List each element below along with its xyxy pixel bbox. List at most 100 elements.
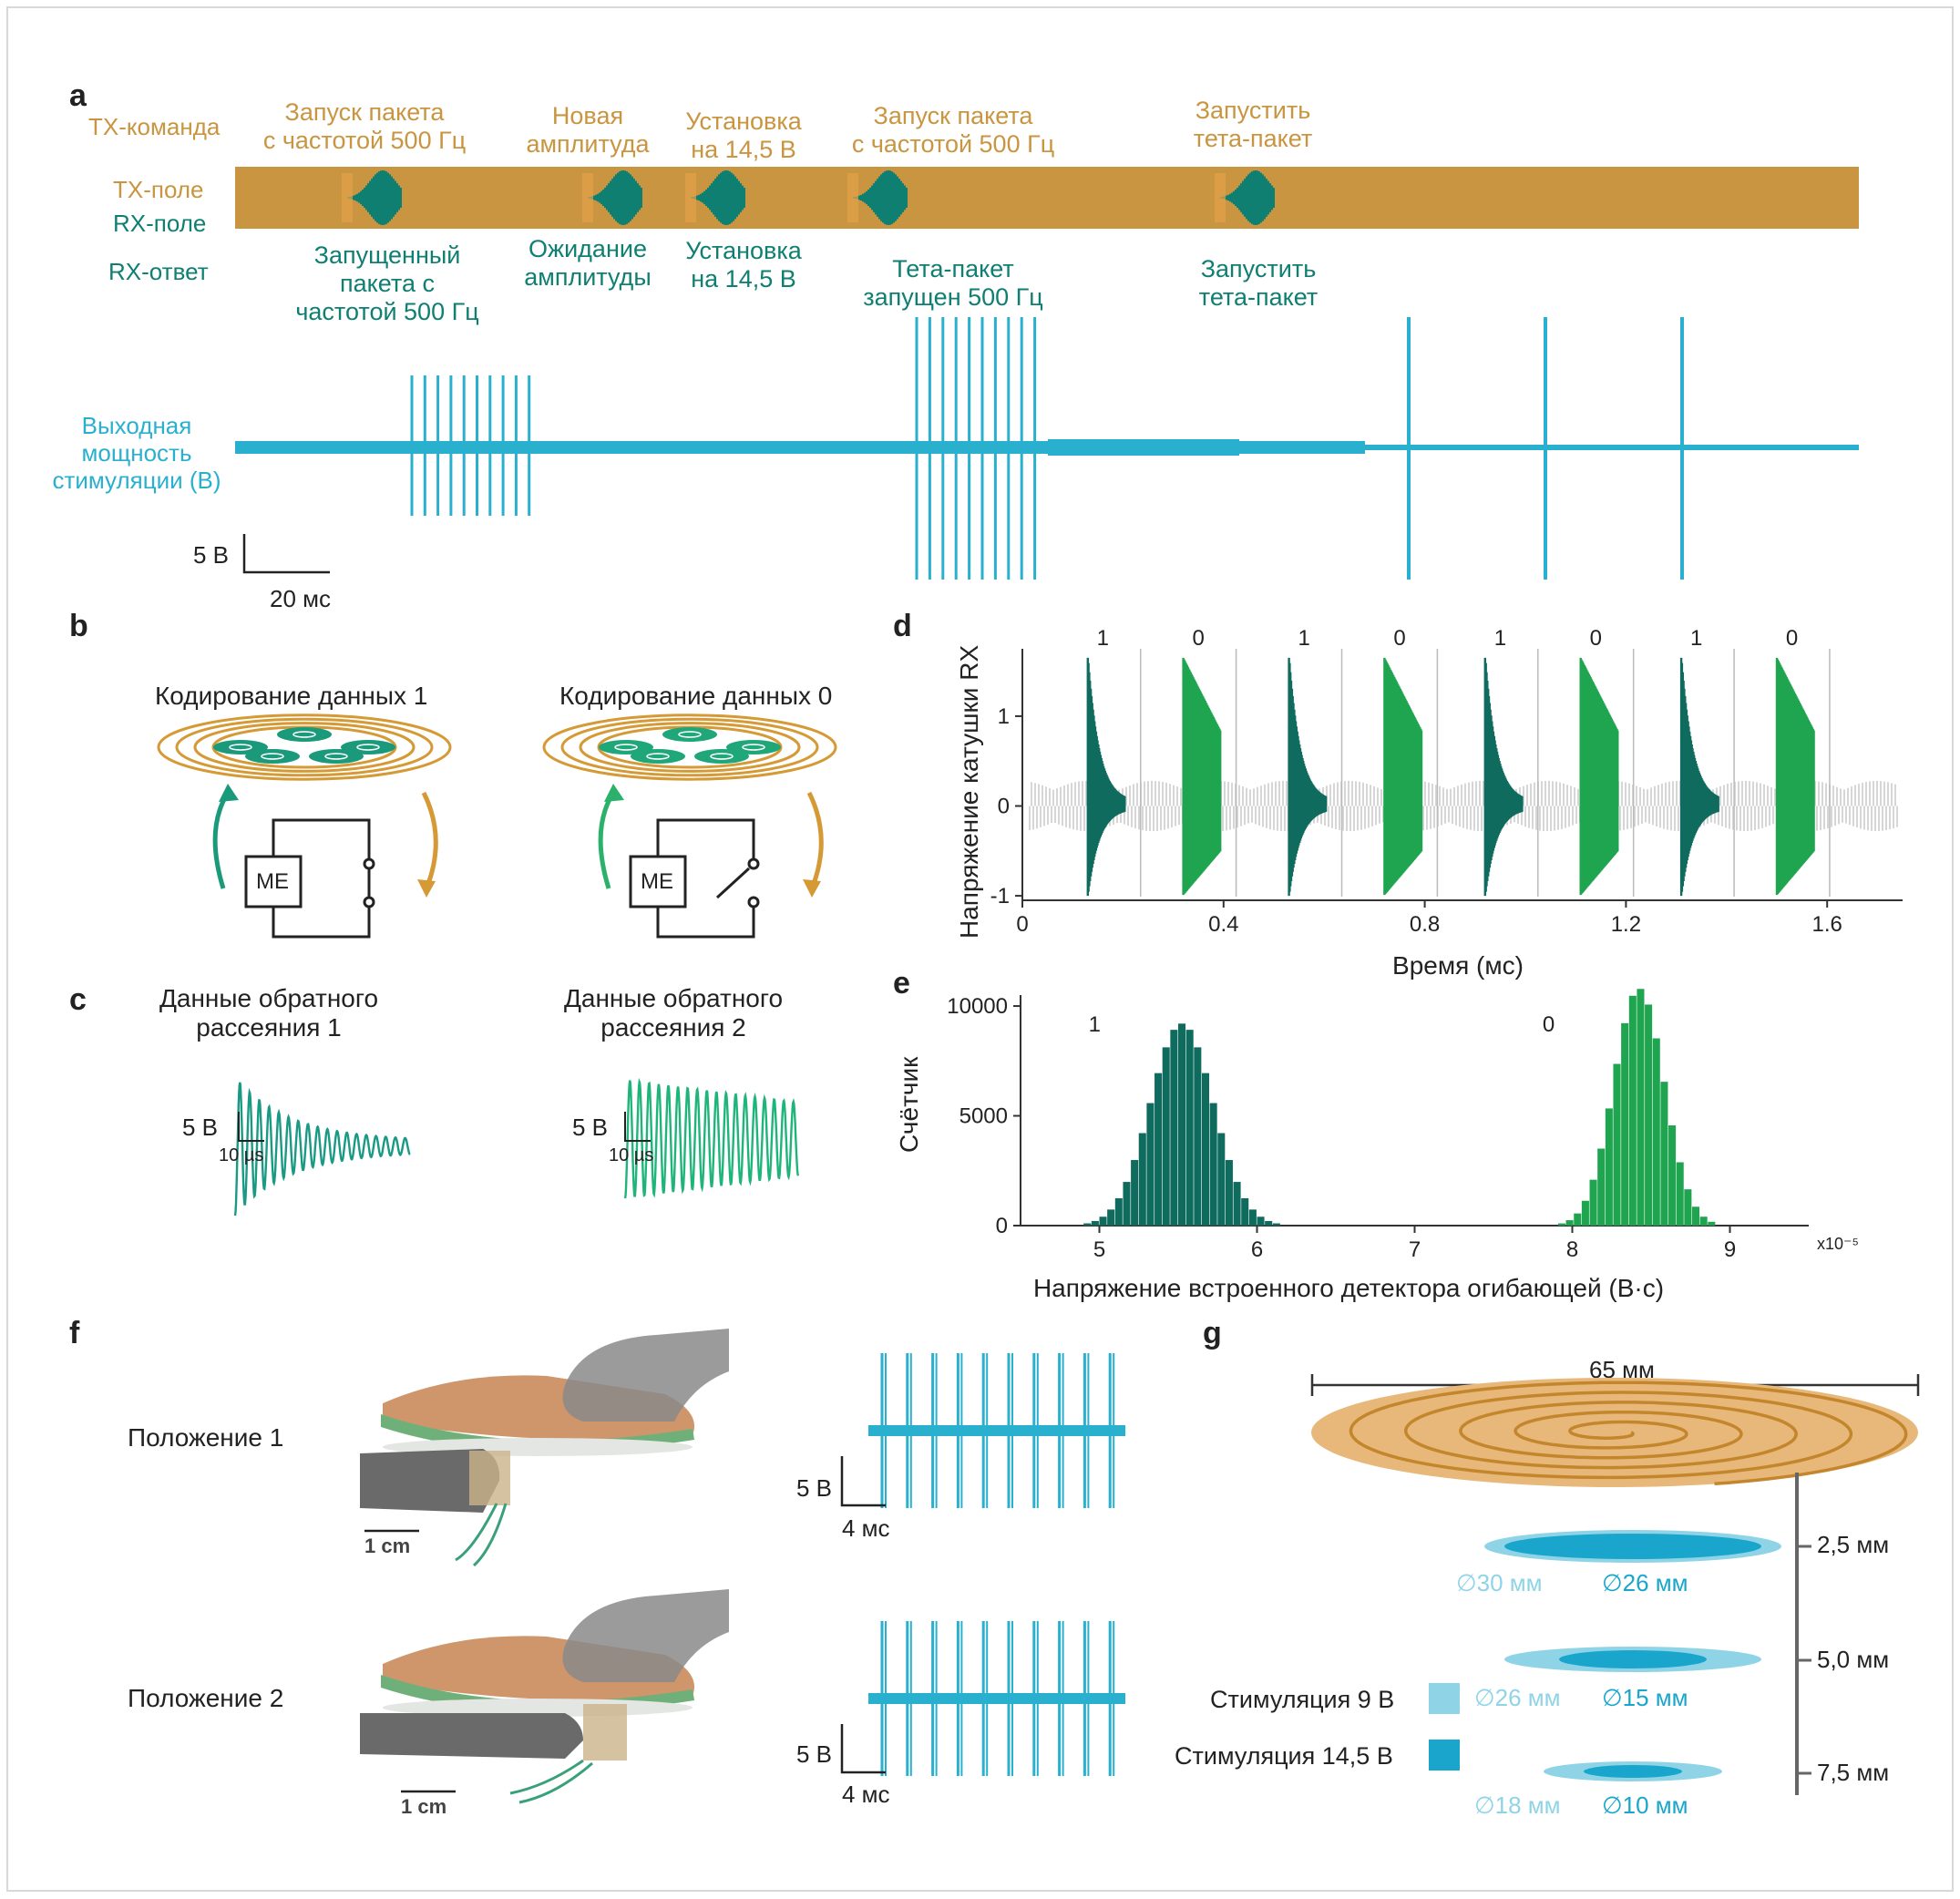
e-bar-1	[1217, 1133, 1226, 1226]
panel-c-scale-v-right: 5 В	[572, 1114, 609, 1141]
e-bar-1	[1225, 1160, 1233, 1226]
e-bar-0	[1628, 995, 1637, 1226]
stim-zone-14v-depth-2	[1559, 1650, 1707, 1668]
me-label-right: ME	[641, 869, 673, 894]
e-bar-0	[1557, 1223, 1565, 1226]
panel-e-multiplier: x10⁻⁵	[1817, 1235, 1859, 1253]
d-x-tick-label: 0.4	[1208, 912, 1238, 937]
e-bar-0	[1581, 1200, 1589, 1226]
e-x-tick-label: 5	[1093, 1237, 1105, 1262]
e-y-tick-label: 10000	[947, 994, 1008, 1019]
figure-frame	[6, 6, 1954, 1892]
e-bar-1	[1162, 1047, 1170, 1226]
outer-diameter-3: ∅18 мм	[1474, 1791, 1561, 1819]
legend-14v-label: Стимуляция 14,5 В	[1175, 1742, 1393, 1770]
stim-spikes	[410, 317, 1684, 580]
backscatter-2-wave	[623, 1077, 800, 1199]
downlink-arrow-left	[421, 791, 438, 889]
me-element	[245, 749, 300, 764]
d-burst-1	[1288, 657, 1328, 897]
downlink-arrow-right	[806, 791, 824, 889]
me-element	[694, 749, 749, 764]
rx-response-label: RX-ответ	[108, 258, 209, 285]
panel-c-label: c	[69, 982, 87, 1017]
e-bar-0	[1589, 1179, 1597, 1226]
e-bar-1	[1272, 1223, 1280, 1226]
e-bar-1	[1170, 1030, 1178, 1226]
d-bit-label: 1	[1097, 626, 1109, 651]
d-x-tick-label: 0.8	[1410, 912, 1440, 937]
d-y-tick-label: -1	[990, 884, 1010, 908]
e-bar-0	[1645, 1004, 1653, 1226]
rx-field-bursts	[342, 170, 1275, 225]
d-x-tick-label: 1.2	[1611, 912, 1641, 937]
panel-d-label: d	[893, 609, 912, 643]
d-burst-0	[1383, 657, 1423, 896]
e-bar-0	[1574, 1213, 1582, 1226]
e-bar-0	[1597, 1148, 1606, 1226]
device-photo-1	[360, 1329, 729, 1567]
e-bar-1	[1091, 1220, 1099, 1226]
depth-label-1: 2,5 мм	[1817, 1531, 1890, 1558]
e-y-tick-label: 5000	[959, 1104, 1008, 1129]
panel-f-scale-1	[840, 1456, 886, 1507]
e-bar-1	[1154, 1073, 1163, 1226]
panel-c-scale-right	[624, 1112, 651, 1142]
e-y-tick-label: 0	[996, 1214, 1008, 1238]
panel-a-scale-v: 5 В	[193, 541, 230, 569]
panel-f-scale-t-2: 4 мс	[842, 1781, 890, 1808]
tx-field-band	[235, 167, 1859, 229]
e-bar-1	[1178, 1023, 1186, 1226]
panel-c-scale-left	[238, 1112, 264, 1142]
e-bar-0	[1621, 1022, 1629, 1226]
rx-field-label: RX-поле	[113, 210, 207, 237]
e-bar-1	[1083, 1223, 1092, 1226]
stim-baseline-noise	[1048, 439, 1239, 456]
inner-diameter-1: ∅26 мм	[1602, 1569, 1688, 1596]
e-bar-0	[1699, 1216, 1708, 1226]
panel-c-scale-v-left: 5 В	[182, 1114, 219, 1141]
e-bar-0	[1565, 1220, 1574, 1226]
panel-c-scale-t-left: 10 µs	[219, 1145, 264, 1165]
position-2-label: Положение 2	[128, 1684, 284, 1712]
panel-f-scale-2	[840, 1724, 886, 1774]
photo-2-scale: 1 cm	[401, 1795, 447, 1818]
d-burst-0	[1579, 657, 1619, 896]
photo-1-scale: 1 cm	[364, 1535, 411, 1557]
panel-a-scale-t: 20 мс	[270, 585, 332, 612]
stim-trace-position-2	[868, 1621, 1125, 1776]
me-element	[213, 740, 268, 754]
e-bar-0	[1652, 1038, 1660, 1226]
e-bar-1	[1248, 1209, 1257, 1226]
e-bar-0	[1708, 1221, 1716, 1226]
outer-diameter-2: ∅26 мм	[1474, 1684, 1561, 1711]
me-element	[599, 740, 653, 754]
d-y-tick-label: 0	[998, 795, 1010, 819]
e-x-tick-label: 6	[1251, 1237, 1263, 1262]
me-element	[726, 740, 781, 754]
legend-swatch-14v	[1429, 1740, 1460, 1771]
e-bar-1	[1194, 1047, 1202, 1226]
e-bar-0	[1691, 1206, 1700, 1226]
d-bit-label: 0	[1786, 626, 1798, 651]
stim-trace-position-1	[868, 1353, 1125, 1508]
encoding-0-title: Кодирование данных 0	[559, 682, 833, 710]
me-element	[631, 749, 685, 764]
legend-swatch-9v	[1429, 1683, 1460, 1714]
backscatter-1-wave	[233, 1082, 411, 1216]
d-bit-label: 1	[1494, 626, 1506, 651]
d-bit-label: 0	[1590, 626, 1602, 651]
spiral-trace	[1349, 1381, 1908, 1486]
e-bar-1	[1257, 1216, 1265, 1226]
d-bit-label: 0	[1393, 626, 1405, 651]
outer-diameter-1: ∅30 мм	[1456, 1569, 1543, 1596]
